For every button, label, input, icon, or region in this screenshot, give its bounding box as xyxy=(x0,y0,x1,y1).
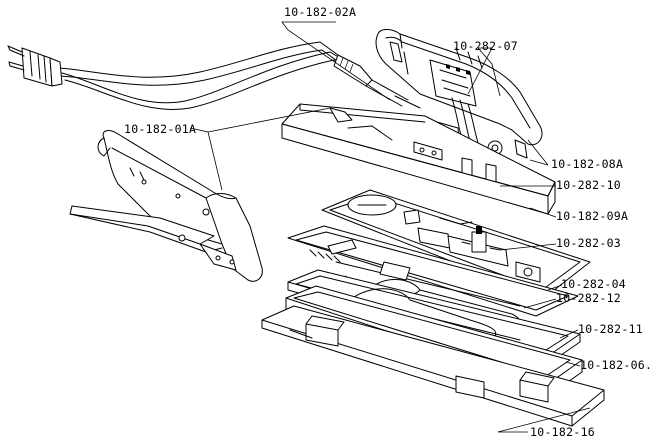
power-cord xyxy=(57,41,421,110)
part-label-element: 10-282-12 xyxy=(556,291,622,305)
leader-lines xyxy=(189,21,591,433)
part-label-handle-cover: 10-182-01A xyxy=(124,122,197,136)
part-label-heater-frame: 10-282-04 xyxy=(561,277,627,291)
soleplate xyxy=(261,305,605,427)
part-label-soleplate: 10-182-16 xyxy=(530,425,596,439)
part-label-cord: 10-182-02A xyxy=(284,5,357,19)
part-label-thermostat: 10-282-03 xyxy=(556,236,622,250)
part-label-shroud: 10-182-09A xyxy=(556,209,629,223)
clamp-handle xyxy=(69,130,263,282)
part-label-plate-upper: 10-282-10 xyxy=(556,178,622,192)
heater-frame xyxy=(287,225,579,317)
part-label-insulator: 10-282-11 xyxy=(578,322,644,336)
part-label-screw: 10-182-08A xyxy=(551,157,624,171)
plug xyxy=(7,45,63,87)
thermostat-carrier xyxy=(321,189,591,299)
part-label-housing: 10-182-06. xyxy=(580,358,653,372)
part-label-harness: 10-282-07 xyxy=(453,39,519,53)
